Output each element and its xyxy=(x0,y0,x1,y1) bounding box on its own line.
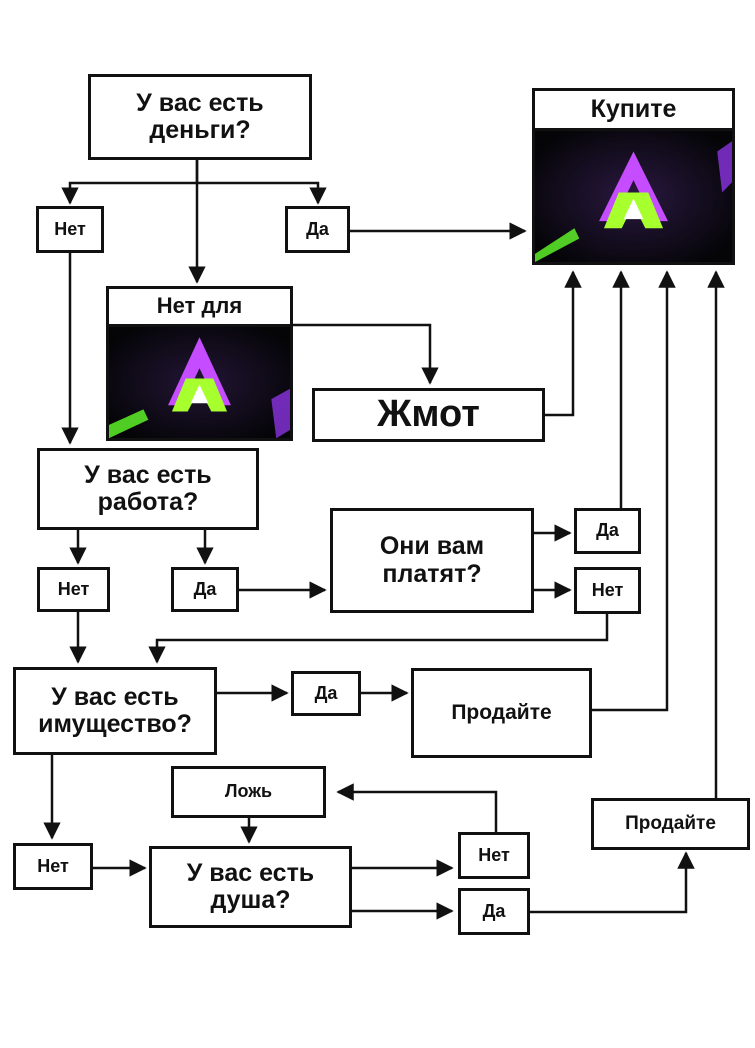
paid-yes-box: Да xyxy=(574,508,641,554)
paid-question: Они вам платят? xyxy=(330,508,534,613)
edge-nofor-to-stingy xyxy=(292,323,439,385)
edge-soulyes-to-sell2 xyxy=(530,851,695,914)
buy-card: Купите xyxy=(532,88,735,265)
triangle-logo-icon xyxy=(109,326,290,438)
property-yes-box: Да xyxy=(291,671,361,716)
soul-yes-box: Да xyxy=(458,888,530,935)
sell-box-2: Продайте xyxy=(591,798,750,850)
money-question: У вас есть деньги? xyxy=(88,74,312,160)
no-for-label: Нет для xyxy=(109,289,290,327)
sell-box-1: Продайте xyxy=(411,668,592,758)
edge-stingy-to-buy xyxy=(545,270,582,417)
property-no-box: Нет xyxy=(13,843,93,890)
no-for-card: Нет для xyxy=(106,286,293,441)
money-yes-box: Да xyxy=(285,206,350,253)
edge-money-to-yes xyxy=(197,181,327,205)
triangle-logo-icon xyxy=(535,130,732,262)
stingy-box: Жмот xyxy=(312,388,545,442)
lie-box: Ложь xyxy=(171,766,326,818)
edge-soulno-to-lie xyxy=(336,783,498,832)
paid-no-box: Нет xyxy=(574,567,641,614)
work-no-box: Нет xyxy=(37,567,110,612)
work-yes-box: Да xyxy=(171,567,239,612)
money-no-box: Нет xyxy=(36,206,104,253)
no-for-image xyxy=(109,326,290,438)
buy-label: Купите xyxy=(535,91,732,131)
edge-sell-to-buy xyxy=(592,270,676,712)
soul-no-box: Нет xyxy=(458,832,530,879)
edge-paidno-to-property xyxy=(148,614,609,664)
work-question: У вас есть работа? xyxy=(37,448,259,530)
soul-question: У вас есть душа? xyxy=(149,846,352,928)
buy-image xyxy=(535,130,732,262)
edge-money-to-no xyxy=(61,160,199,205)
property-question: У вас есть имущество? xyxy=(13,667,217,755)
